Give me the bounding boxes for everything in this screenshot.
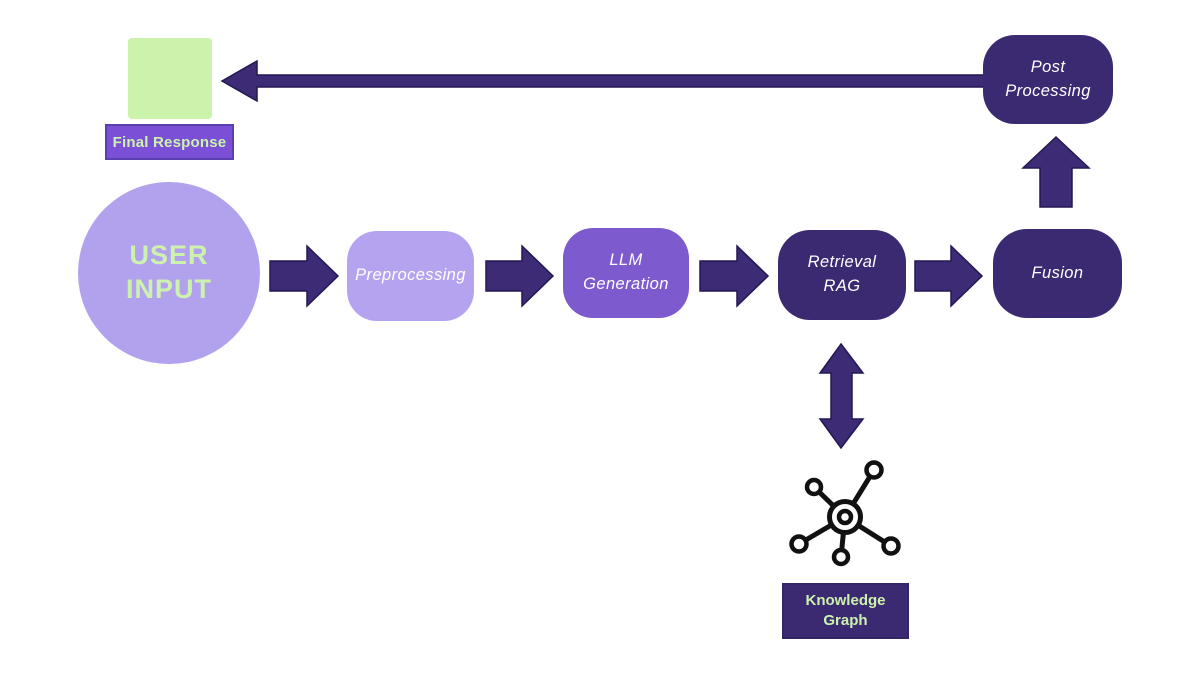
feedback-arrow-left-icon [220,59,985,103]
retrieval-rag-node: Retrieval RAG [778,230,906,320]
arrow-retrieval-to-fusion-icon [914,244,984,308]
final-response-output-square [128,38,212,119]
arrow-preprocessing-to-llm-icon [485,244,555,308]
preprocessing-node: Preprocessing [347,231,474,321]
user-input-node: USER INPUT [78,182,260,364]
arrow-llm-to-retrieval-icon [699,244,770,308]
knowledge-graph-label: Knowledge Graph [782,583,909,639]
arrow-fusion-to-postprocessing-icon [1021,135,1091,208]
double-arrow-retrieval-knowledge-icon [818,342,865,450]
final-response-label: Final Response [105,124,234,160]
post-processing-node: Post Processing [983,35,1113,124]
knowledge-graph-icon [789,460,901,567]
fusion-node: Fusion [993,229,1122,318]
llm-generation-node: LLM Generation [563,228,689,318]
arrow-user-input-to-preprocessing-icon [269,244,340,308]
